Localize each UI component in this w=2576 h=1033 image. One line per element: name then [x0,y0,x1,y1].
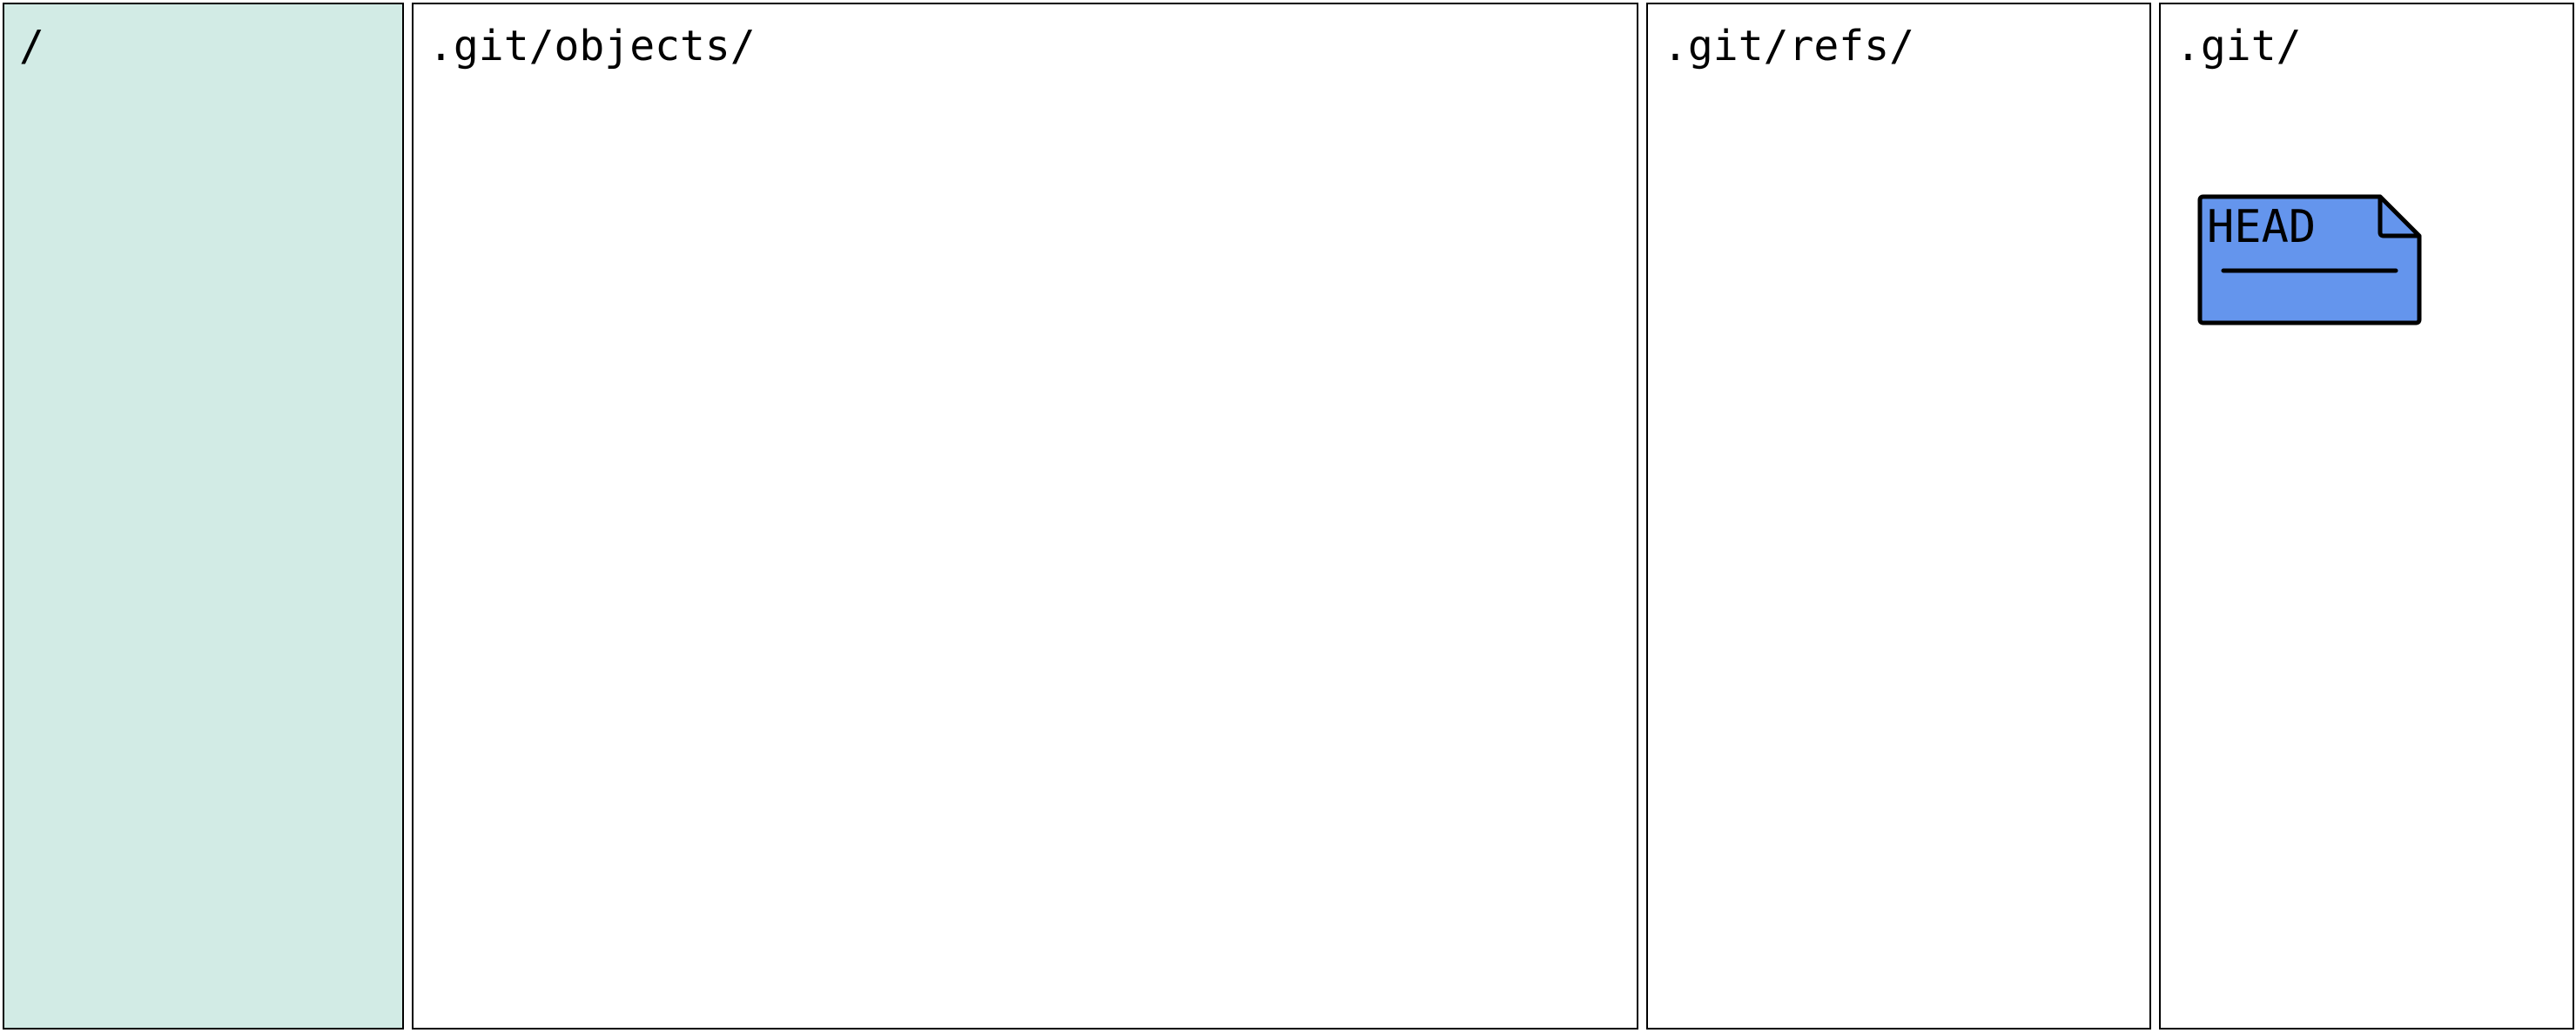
panel-working-directory: / [3,3,404,1030]
head-file: HEAD [2196,191,2425,328]
panel-git-refs: .git/refs/ [1646,3,2151,1030]
panel-git-objects: .git/objects/ [412,3,1638,1030]
file-body-shape [2197,194,2422,325]
panel-title-git: .git/ [2176,22,2302,70]
panel-git-dir: .git/ HEAD [2159,3,2574,1030]
head-file-label: HEAD [2207,201,2317,253]
panel-title-root: / [19,22,44,70]
panel-title-objects: .git/objects/ [428,22,756,70]
file-corner-fold-shape [2378,197,2419,238]
panel-title-refs: .git/refs/ [1663,22,1914,70]
file-icon [2197,194,2422,325]
